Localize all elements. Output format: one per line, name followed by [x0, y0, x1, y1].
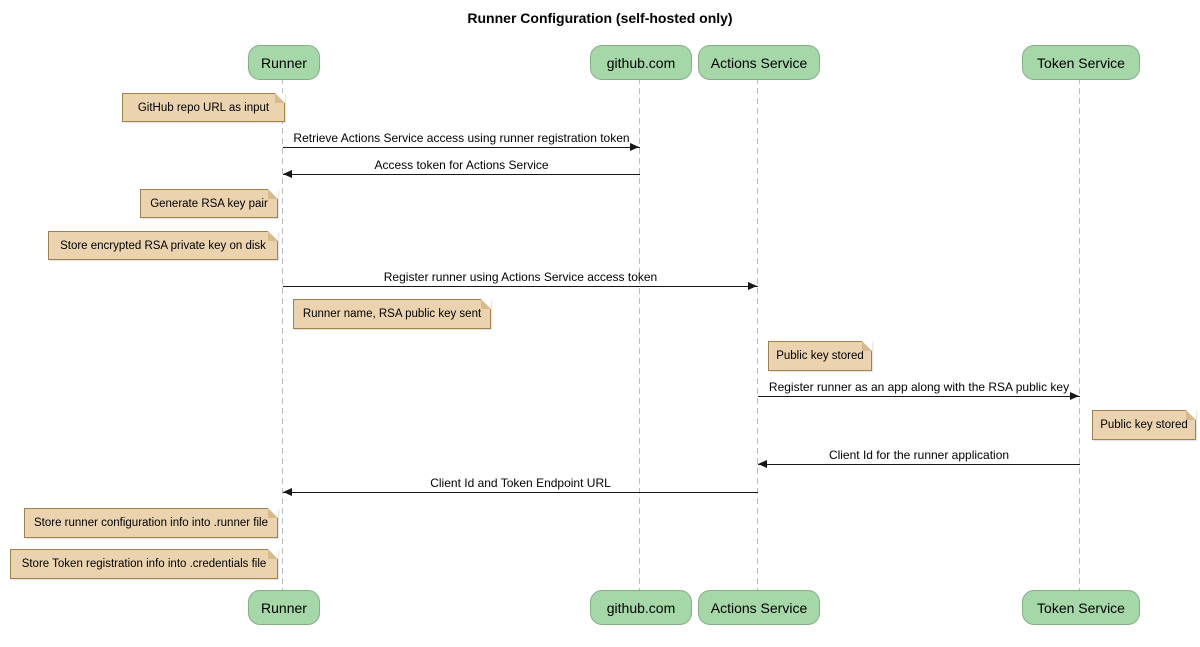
note-public-key-stored-actions: Public key stored — [768, 341, 872, 371]
note-store-credentials-file: Store Token registration info into .cred… — [10, 549, 278, 579]
note-text: GitHub repo URL as input — [137, 101, 270, 114]
participant-label: Actions Service — [710, 54, 808, 71]
note-text: Public key stored — [776, 350, 864, 362]
message-line — [758, 464, 1080, 465]
diagram-title: Runner Configuration (self-hosted only) — [467, 10, 733, 26]
message-label: Client Id for the runner application — [828, 448, 1010, 462]
arrowhead-left-icon — [283, 488, 292, 496]
arrowhead-left-icon — [758, 460, 767, 468]
arrowhead-right-icon — [630, 143, 639, 151]
participant-token-service-bottom: Token Service — [1022, 590, 1140, 625]
message-line — [283, 174, 640, 175]
message-line — [758, 396, 1080, 397]
note-github-repo-url: GitHub repo URL as input — [122, 93, 285, 122]
arrowhead-right-icon — [748, 282, 757, 290]
participant-label: github.com — [606, 599, 676, 616]
message-label: Register runner using Actions Service ac… — [383, 270, 658, 284]
note-store-private-key: Store encrypted RSA private key on disk — [48, 231, 278, 260]
participant-actions-service-top: Actions Service — [698, 45, 820, 80]
participant-label: github.com — [606, 54, 676, 71]
lifeline-token-service — [1079, 78, 1080, 590]
note-generate-rsa: Generate RSA key pair — [140, 189, 278, 218]
note-text: Store encrypted RSA private key on disk — [60, 239, 266, 252]
note-text: Store Token registration info into .cred… — [21, 558, 267, 570]
message-label: Client Id and Token Endpoint URL — [430, 476, 611, 490]
note-text: Public key stored — [1100, 419, 1188, 431]
note-runner-name-sent: Runner name, RSA public key sent — [293, 299, 491, 329]
lifeline-actions-service — [757, 78, 758, 590]
participant-label: Token Service — [1037, 54, 1125, 71]
participant-label: Token Service — [1037, 599, 1125, 616]
message-label: Register runner as an app along with the… — [768, 380, 1070, 394]
participant-label: Runner — [261, 599, 307, 616]
message-line — [283, 286, 758, 287]
participant-runner-top: Runner — [248, 45, 320, 80]
message-line — [283, 147, 640, 148]
arrowhead-left-icon — [283, 170, 292, 178]
arrowhead-right-icon — [1070, 392, 1079, 400]
note-text: Store runner configuration info into .ru… — [34, 517, 268, 529]
participant-runner-bottom: Runner — [248, 590, 320, 625]
lifeline-github — [639, 78, 640, 590]
note-text: Runner name, RSA public key sent — [302, 308, 482, 320]
message-label: Access token for Actions Service — [374, 158, 549, 172]
note-text: Generate RSA key pair — [150, 197, 268, 210]
participant-actions-service-bottom: Actions Service — [698, 590, 820, 625]
participant-github-bottom: github.com — [590, 590, 692, 625]
message-line — [283, 492, 758, 493]
lifeline-runner — [282, 78, 283, 590]
participant-label: Runner — [261, 54, 307, 71]
participant-label: Actions Service — [710, 599, 808, 616]
participant-token-service-top: Token Service — [1022, 45, 1140, 80]
note-public-key-stored-token: Public key stored — [1092, 410, 1196, 440]
message-label: Retrieve Actions Service access using ru… — [293, 131, 630, 145]
participant-github-top: github.com — [590, 45, 692, 80]
note-store-runner-file: Store runner configuration info into .ru… — [24, 508, 278, 538]
